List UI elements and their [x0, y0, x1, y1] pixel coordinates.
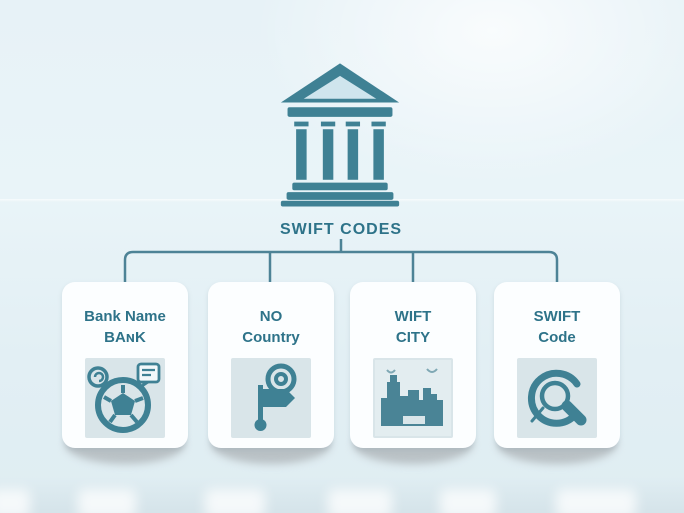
card-country: NO Country [208, 282, 334, 448]
icon-tile [85, 358, 165, 438]
card-title-line2: Country [242, 329, 300, 346]
bottom-blur-shape [440, 489, 496, 513]
bank-building-icon [280, 63, 400, 207]
icon-tile [231, 358, 311, 438]
bottom-blur-shape [0, 489, 30, 513]
card-title-line1: SWIFT [533, 308, 581, 325]
card-title-line2: BAɴK [104, 329, 146, 346]
card-title: Bank Name BAɴK [84, 306, 166, 348]
bottom-blur-shape [205, 489, 265, 513]
card-title-line2: CITY [395, 329, 431, 346]
globe-piggy-bank-icon [87, 362, 161, 433]
floor-highlight-line [0, 199, 684, 202]
city-skyline-icon [375, 360, 451, 436]
icon-tile [517, 358, 597, 438]
card-title: WIFT CITY [395, 306, 432, 348]
bottom-blur-shape [78, 489, 136, 513]
connector-tree [123, 239, 559, 285]
card-title-line1: NO [259, 308, 283, 325]
card-bank-name: Bank Name BAɴK [62, 282, 188, 448]
bottom-blur-shape [328, 489, 392, 513]
card-city: WIFT CITY [350, 282, 476, 448]
bottom-blur-shape [556, 489, 636, 513]
flag-marker-icon [254, 363, 297, 431]
card-swift-code: SWIFT Code [494, 282, 620, 448]
card-title: NO Country [242, 306, 300, 348]
icon-tile [373, 358, 453, 438]
root-title: SWIFT CODES [279, 221, 403, 238]
magnifier-target-icon [528, 369, 587, 427]
card-title-line2: Code [538, 329, 576, 346]
card-title-line1: Bank Name [84, 308, 166, 325]
card-title-line1: WIFT [394, 308, 432, 325]
card-title: SWIFT Code [534, 306, 581, 348]
